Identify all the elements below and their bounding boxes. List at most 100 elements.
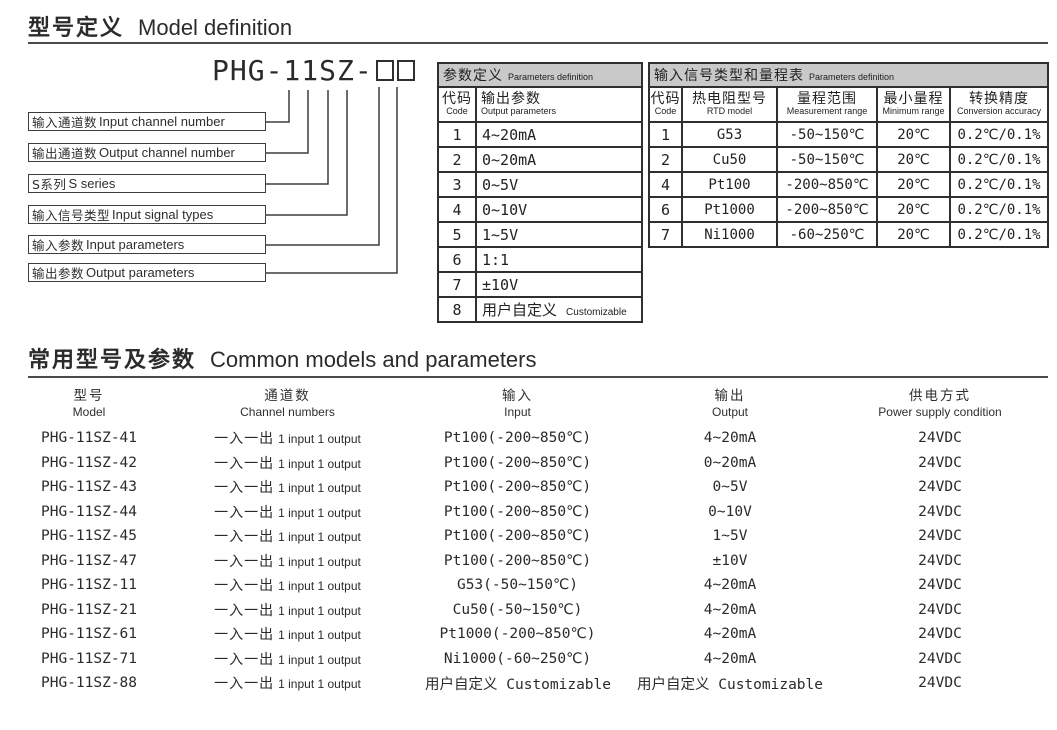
input-cell: Pt100(-200~850℃) [443, 479, 592, 496]
range-cell: -50~150℃ [776, 121, 878, 148]
code-cell: 2 [437, 146, 477, 173]
params-table-title-en: Parameters definition [508, 72, 594, 82]
model-cell: PHG-11SZ-41 [40, 430, 138, 447]
min-range-cell: 20℃ [876, 121, 951, 148]
leader-lines [266, 87, 398, 274]
code-cell: 6 [648, 196, 683, 223]
output-cell: 4~20mA [703, 626, 757, 643]
power-cell: 24VDC [918, 454, 962, 471]
callout-label-cn: 输出通道数 [32, 146, 98, 161]
model-cell: PHG-11SZ-43 [40, 479, 138, 496]
power-cell: 24VDC [918, 650, 962, 667]
model-code-prefix: PHG-11SZ- [212, 54, 373, 87]
power-cell: 24VDC [918, 626, 962, 643]
title-underline [28, 42, 1048, 44]
range-cell: -200~850℃ [776, 196, 878, 223]
section-title-en: Common models and parameters [210, 347, 537, 372]
output-cell: 0~20mA [703, 454, 757, 471]
rtd-model-cell: Ni1000 [681, 221, 778, 248]
model-cell: PHG-11SZ-21 [40, 601, 138, 618]
min-range-cell: 20℃ [876, 146, 951, 173]
input-cell: Pt100(-200~850℃) [443, 528, 592, 545]
callout-label-cn: 输入通道数 [32, 115, 98, 130]
model-cell: PHG-11SZ-45 [40, 528, 138, 545]
signal-table-title-cn: 输入信号类型和量程表 [654, 68, 804, 84]
input-cell: Pt100(-200~850℃) [443, 430, 592, 447]
value-cell: 4~20mA [474, 121, 644, 148]
accuracy-cell: 0.2℃/0.1% [948, 146, 1050, 173]
callout-label-en: S series [68, 176, 116, 191]
value-cell: 用户自定义 Customizable [474, 296, 644, 323]
power-cell: 24VDC [918, 430, 962, 447]
section-title-en: Model definition [138, 15, 293, 40]
power-cell: 24VDC [918, 675, 962, 692]
output-cell: 4~20mA [703, 577, 757, 594]
code-cell: 5 [437, 221, 477, 248]
model-cell: PHG-11SZ-42 [40, 454, 138, 471]
callout-input-parameters: 输入参数 Input parameters [28, 235, 266, 254]
callout-label-en: Input parameters [86, 237, 185, 252]
power-cell: 24VDC [918, 503, 962, 520]
min-range-cell: 20℃ [876, 196, 951, 223]
min-range-cell: 20℃ [876, 171, 951, 198]
code-cell: 4 [437, 196, 477, 223]
rtd-model-cell: Pt1000 [681, 196, 778, 223]
input-cell: Pt100(-200~850℃) [443, 503, 592, 520]
range-cell: -50~150℃ [776, 146, 878, 173]
model-code-placeholder-box-2 [396, 60, 415, 81]
power-cell: 24VDC [918, 552, 962, 569]
power-cell: 24VDC [918, 479, 962, 496]
input-cell: Cu50(-50~150℃) [452, 601, 583, 618]
code-cell: 7 [437, 271, 477, 298]
callout-input-signal-types: 输入信号类型 Input signal types [28, 205, 266, 224]
callout-label-en: Input signal types [112, 207, 214, 222]
callout-label-cn: 输入参数 [32, 238, 85, 253]
code-cell: 8 [437, 296, 477, 323]
output-cell: 用户自定义 Customizable [637, 676, 823, 693]
input-cell: 用户自定义 Customizable [425, 676, 611, 693]
model-code: PHG-11SZ- [212, 54, 415, 87]
callout-input-channel-number: 输入通道数 Input channel number [28, 112, 266, 131]
section-title-cn: 型号定义 [28, 16, 125, 41]
range-cell: -60~250℃ [776, 221, 878, 248]
power-cell: 24VDC [918, 528, 962, 545]
code-cell: 4 [648, 171, 683, 198]
output-cell: 0~5V [712, 479, 748, 496]
model-cell: PHG-11SZ-47 [40, 552, 138, 569]
value-cell: 0~20mA [474, 146, 644, 173]
section-title-model-definition: 型号定义 Model definition [28, 10, 292, 42]
code-cell: 2 [648, 146, 683, 173]
